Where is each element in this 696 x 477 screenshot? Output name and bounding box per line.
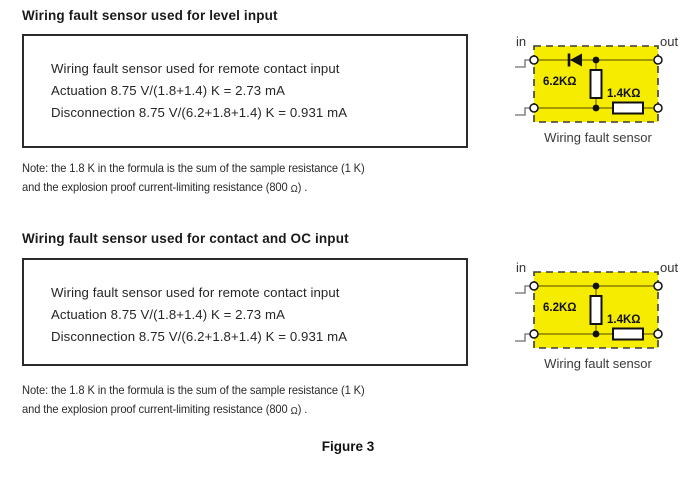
circuit-svg-2 — [515, 271, 663, 349]
terminal-out-bottom-1 — [653, 103, 663, 113]
terminal-out-bottom-2 — [653, 329, 663, 339]
circuit-1-resistor-6k2-label: 6.2KΩ — [543, 76, 577, 88]
terminal-in-top-2 — [529, 281, 539, 291]
circuit-2-caption: Wiring fault sensor — [544, 356, 652, 371]
circuit-1-in-label: in — [516, 34, 527, 49]
terminal-in-bottom-1 — [529, 103, 539, 113]
section-2-formula-box: Wiring fault sensor used for remote cont… — [22, 258, 468, 366]
ohm-symbol: Ω — [290, 184, 298, 195]
section-2-note: Note: the 1.8 K in the formula is the su… — [22, 381, 444, 420]
note-line-2: and the explosion proof current-limiting… — [22, 400, 444, 420]
circuit-2-resistor-1k4-label: 1.4KΩ — [607, 314, 641, 326]
terminal-out-top-1 — [653, 55, 663, 65]
note-line-1: Note: the 1.8 K in the formula is the su… — [22, 384, 365, 397]
circuit-2-resistor-6k2-label: 6.2KΩ — [543, 302, 577, 314]
note-line-2-after: ) . — [297, 181, 308, 194]
resistor-6k2-symbol — [589, 295, 603, 325]
circuit-1-caption: Wiring fault sensor — [544, 130, 652, 145]
circuit-1-resistor-1k4-label: 1.4KΩ — [607, 88, 641, 100]
formula-line: Actuation 8.75 V/(1.8+1.4) K = 2.73 mA — [51, 307, 285, 322]
note-line-2-after: ) . — [297, 403, 308, 416]
resistor-6k2-symbol — [589, 69, 603, 99]
section-1-note: Note: the 1.8 K in the formula is the su… — [22, 159, 444, 198]
formula-line: Actuation 8.75 V/(1.8+1.4) K = 2.73 mA — [51, 83, 285, 98]
section-1-heading: Wiring fault sensor used for level input — [22, 8, 278, 23]
junction-dot-top-2 — [592, 282, 600, 290]
terminal-in-bottom-2 — [529, 329, 539, 339]
formula-line: Disconnection 8.75 V/(6.2+1.8+1.4) K = 0… — [51, 329, 348, 344]
resistor-1k4-symbol — [612, 327, 644, 341]
junction-dot-bottom-2 — [592, 330, 600, 338]
junction-dot-bottom-1 — [592, 104, 600, 112]
circuit-diagram-2: in out 6.2KΩ 1.4KΩ Wiring fault sensor — [508, 260, 688, 371]
note-line-2: and the explosion proof current-limiting… — [22, 178, 444, 198]
terminal-out-top-2 — [653, 281, 663, 291]
ohm-symbol: Ω — [290, 406, 298, 417]
formula-line: Wiring fault sensor used for remote cont… — [51, 61, 340, 76]
circuit-svg-1 — [515, 45, 663, 123]
note-line-2-before: and the explosion proof current-limiting… — [22, 181, 291, 194]
terminal-in-top-1 — [529, 55, 539, 65]
note-line-2-before: and the explosion proof current-limiting… — [22, 403, 291, 416]
section-2-formula-lines: Wiring fault sensor used for remote cont… — [51, 282, 347, 348]
note-line-1: Note: the 1.8 K in the formula is the su… — [22, 162, 365, 175]
section-1-formula-lines: Wiring fault sensor used for remote cont… — [51, 58, 347, 124]
circuit-2-in-label: in — [516, 260, 527, 275]
figure-caption: Figure 3 — [321, 439, 375, 454]
junction-dot-top-1 — [592, 56, 600, 64]
diode-icon — [567, 53, 582, 67]
formula-line: Wiring fault sensor used for remote cont… — [51, 285, 340, 300]
resistor-1k4-symbol — [612, 101, 644, 115]
circuit-diagram-1: in out 6.2KΩ 1.4KΩ Wiring fault sensor — [508, 34, 688, 145]
formula-line: Disconnection 8.75 V/(6.2+1.8+1.4) K = 0… — [51, 105, 348, 120]
circuit-1-out-label: out — [660, 34, 679, 49]
section-1-formula-box: Wiring fault sensor used for remote cont… — [22, 34, 468, 148]
section-2-heading: Wiring fault sensor used for contact and… — [22, 231, 349, 246]
circuit-2-out-label: out — [660, 260, 679, 275]
